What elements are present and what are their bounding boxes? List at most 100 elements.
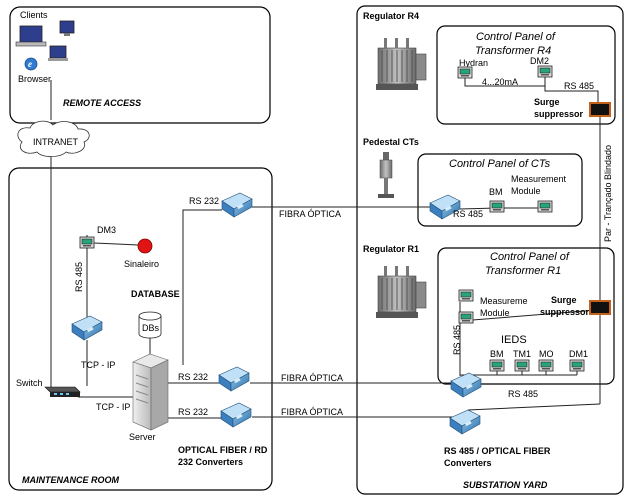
switch-label: Switch	[16, 378, 43, 388]
r1-surge-line	[459, 309, 598, 322]
fibra-optica-label-3: FIBRA ÓPTICA	[281, 407, 343, 417]
converters-label-line1: OPTICAL FIBER / RD	[178, 445, 268, 455]
ied-dm1-meter-icon	[569, 359, 585, 372]
yard-converter-bot-icon	[449, 409, 481, 435]
dm3-meter-icon	[79, 236, 95, 249]
r1-meas-label-2: Module	[480, 308, 510, 318]
r1-meas-label-1: Measureme	[480, 296, 528, 306]
tcpip-label-2: TCP - IP	[96, 402, 130, 412]
cts-bm-meter-icon	[489, 200, 505, 213]
svg-text:e: e	[28, 59, 32, 69]
desktop-monitor-icon	[59, 20, 75, 36]
maintenance-room-box	[8, 167, 273, 491]
r4-rs485-label: RS 485	[564, 81, 594, 91]
rs232-top-label: RS 232	[189, 196, 219, 206]
ied-bm-meter-icon	[489, 359, 505, 372]
yard-converters-label-1: RS 485 / OPTICAL FIBER	[444, 446, 551, 456]
regulator-r1-transformer-icon	[375, 265, 427, 319]
r1-meas-meter-icon-1	[458, 289, 474, 302]
sinaleiro-label: Sinaleiro	[124, 259, 159, 269]
ied-bm-label: BM	[490, 349, 504, 359]
server-label: Server	[129, 432, 156, 442]
tcpip-label-1: TCP - IP	[81, 360, 115, 370]
rs232-bot-label: RS 232	[178, 407, 208, 417]
regulator-r4-label: Regulator R4	[363, 11, 419, 21]
regulator-r1-label: Regulator R1	[363, 244, 419, 254]
browser-label: Browser	[18, 74, 51, 84]
cts-rs485-label: RS 485	[453, 209, 483, 219]
r4-surge-suppressor-icon	[589, 102, 611, 117]
dm3-sinaleiro-line	[93, 242, 139, 246]
substation-yard-title: SUBSTATION YARD	[463, 480, 548, 490]
sinaleiro-light-icon	[137, 238, 153, 254]
r4-surge-line	[544, 86, 599, 103]
remote-access-title: REMOTE ACCESS	[63, 98, 141, 108]
ied-mo-meter-icon	[538, 359, 554, 372]
pedestal-ct-icon	[378, 152, 394, 198]
browser-icon: e	[24, 57, 38, 71]
cts-meas-label-2: Module	[511, 186, 541, 196]
cts-bm-label: BM	[489, 187, 503, 197]
fiber-converter-mid-icon	[218, 366, 250, 392]
maintenance-room-title: MAINTENANCE ROOM	[22, 475, 119, 485]
hydran-label: Hydran	[459, 58, 488, 68]
r1-rs485-bus-label: RS 485	[508, 389, 538, 399]
r1-surge-label-1: Surge	[551, 295, 577, 305]
pedestal-cts-label: Pedestal CTs	[363, 137, 419, 147]
ied-dm1-label: DM1	[569, 349, 588, 359]
r1-surge-suppressor-icon	[589, 300, 611, 315]
panel-cts-box	[417, 153, 583, 227]
converters-label-line2: 232 Converters	[178, 457, 243, 467]
cts-meas-meter-icon	[537, 200, 553, 213]
laptop-icon	[15, 25, 47, 47]
r4-surge-label-1: Surge	[534, 97, 560, 107]
panel-r1-title-1: Control Panel of	[490, 251, 570, 263]
yard-converter-mid-icon	[450, 372, 482, 398]
server-converter-top-line	[182, 209, 222, 365]
panel-r1-title-2: Transformer R1	[485, 265, 561, 277]
panel-r4-title-2: Transformer R4	[475, 45, 551, 57]
rs232-mid-label: RS 232	[178, 372, 208, 382]
ied-mo-label: MO	[539, 349, 554, 359]
workstation-icon	[48, 45, 68, 61]
fibra-optica-label-1: FIBRA ÓPTICA	[279, 209, 341, 219]
panel-r1-box	[437, 247, 615, 385]
regulator-r4-transformer-icon	[375, 37, 427, 91]
fibra-optica-label-2: FIBRA ÓPTICA	[281, 373, 343, 383]
hydran-meter-icon	[457, 66, 473, 79]
clients-label: Clients	[20, 10, 48, 20]
server-icon	[132, 353, 169, 431]
r4-surge-label-2: suppressor	[534, 109, 584, 119]
maint-rs485-converter-icon	[71, 315, 103, 341]
panel-r4-title-1: Control Panel of	[476, 31, 556, 43]
r4-bus-line	[464, 72, 546, 87]
database-cylinder-icon	[138, 311, 162, 339]
dbs-label: DBs	[142, 323, 160, 333]
dm2-meter-icon	[537, 65, 553, 78]
r1-surge-label-2: suppressor	[540, 307, 590, 317]
r1-yard-line	[467, 403, 601, 411]
database-label: DATABASE	[131, 289, 180, 299]
cts-meas-label-1: Measurement	[511, 174, 567, 184]
substation-yard-box	[356, 5, 624, 495]
remote-access-box	[9, 6, 271, 124]
ieds-label: IEDS	[501, 334, 527, 346]
r1-rs485-vertical-label: RS 485	[452, 325, 462, 355]
dm2-label: DM2	[530, 56, 549, 66]
ied-tm1-meter-icon	[514, 359, 530, 372]
fiber-converter-bot-icon	[220, 402, 252, 428]
panel-cts-title: Control Panel of CTs	[449, 158, 551, 170]
network-switch-icon	[44, 386, 81, 397]
yard-converters-label-2: Converters	[444, 458, 492, 468]
r1-meas-meter-icon-2	[458, 311, 474, 324]
r4-ma-label: 4...20mA	[482, 77, 518, 87]
twisted-pair-label: Par - Trançado Blindado	[603, 145, 613, 242]
dm3-label: DM3	[97, 225, 116, 235]
panel-r4-box	[436, 25, 616, 125]
fiber-converter-top-icon	[221, 192, 253, 218]
intranet-cloud-icon	[17, 120, 90, 157]
intranet-label: INTRANET	[33, 137, 79, 147]
ied-tm1-label: TM1	[513, 349, 531, 359]
rs485-maint-label: RS 485	[74, 262, 84, 292]
